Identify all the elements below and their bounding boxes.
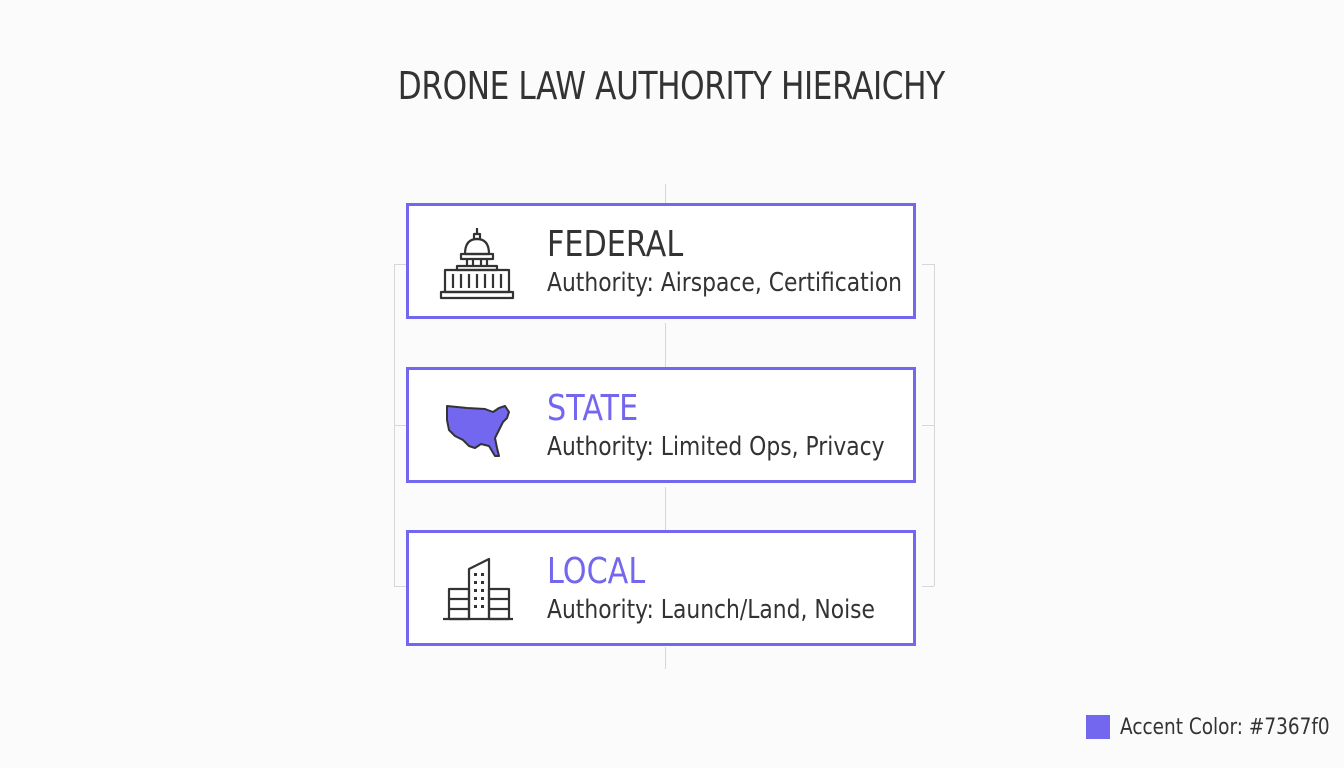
level-authority: Authority: Limited Ops, Privacy	[547, 432, 885, 462]
level-authority: Authority: Airspace, Certification	[547, 268, 903, 298]
us-map-icon	[437, 390, 517, 466]
level-box-federal: FEDERAL Authority: Airspace, Certificati…	[406, 203, 916, 319]
level-name: STATE	[547, 388, 639, 429]
accent-color-legend: Accent Color: #7367f0	[1086, 714, 1344, 740]
connector-top	[665, 184, 666, 204]
accent-color-swatch	[1086, 715, 1110, 739]
bracket-right	[934, 264, 935, 586]
bracket-left-tick-1	[394, 264, 406, 265]
accent-color-label: Accent Color: #7367f0	[1120, 714, 1330, 740]
connector-federal-state	[665, 323, 666, 367]
bracket-right-tick-1	[922, 264, 934, 265]
level-name: FEDERAL	[547, 224, 684, 265]
bracket-right-tick-3	[922, 586, 934, 587]
capitol-building-icon	[437, 226, 517, 302]
bracket-left-tick-2	[394, 425, 406, 426]
level-name: LOCAL	[547, 551, 646, 592]
level-box-state: STATE Authority: Limited Ops, Privacy	[406, 367, 916, 483]
connector-bottom	[665, 647, 666, 669]
bracket-right-tick-2	[922, 425, 934, 426]
city-buildings-icon	[437, 553, 517, 629]
diagram-title: DRONE LAW AUTHORITY HIERAICHY	[397, 64, 945, 108]
level-authority: Authority: Launch/Land, Noise	[547, 595, 875, 625]
connector-state-local	[665, 487, 666, 530]
bracket-left-tick-3	[394, 586, 406, 587]
level-box-local: LOCAL Authority: Launch/Land, Noise	[406, 530, 916, 646]
